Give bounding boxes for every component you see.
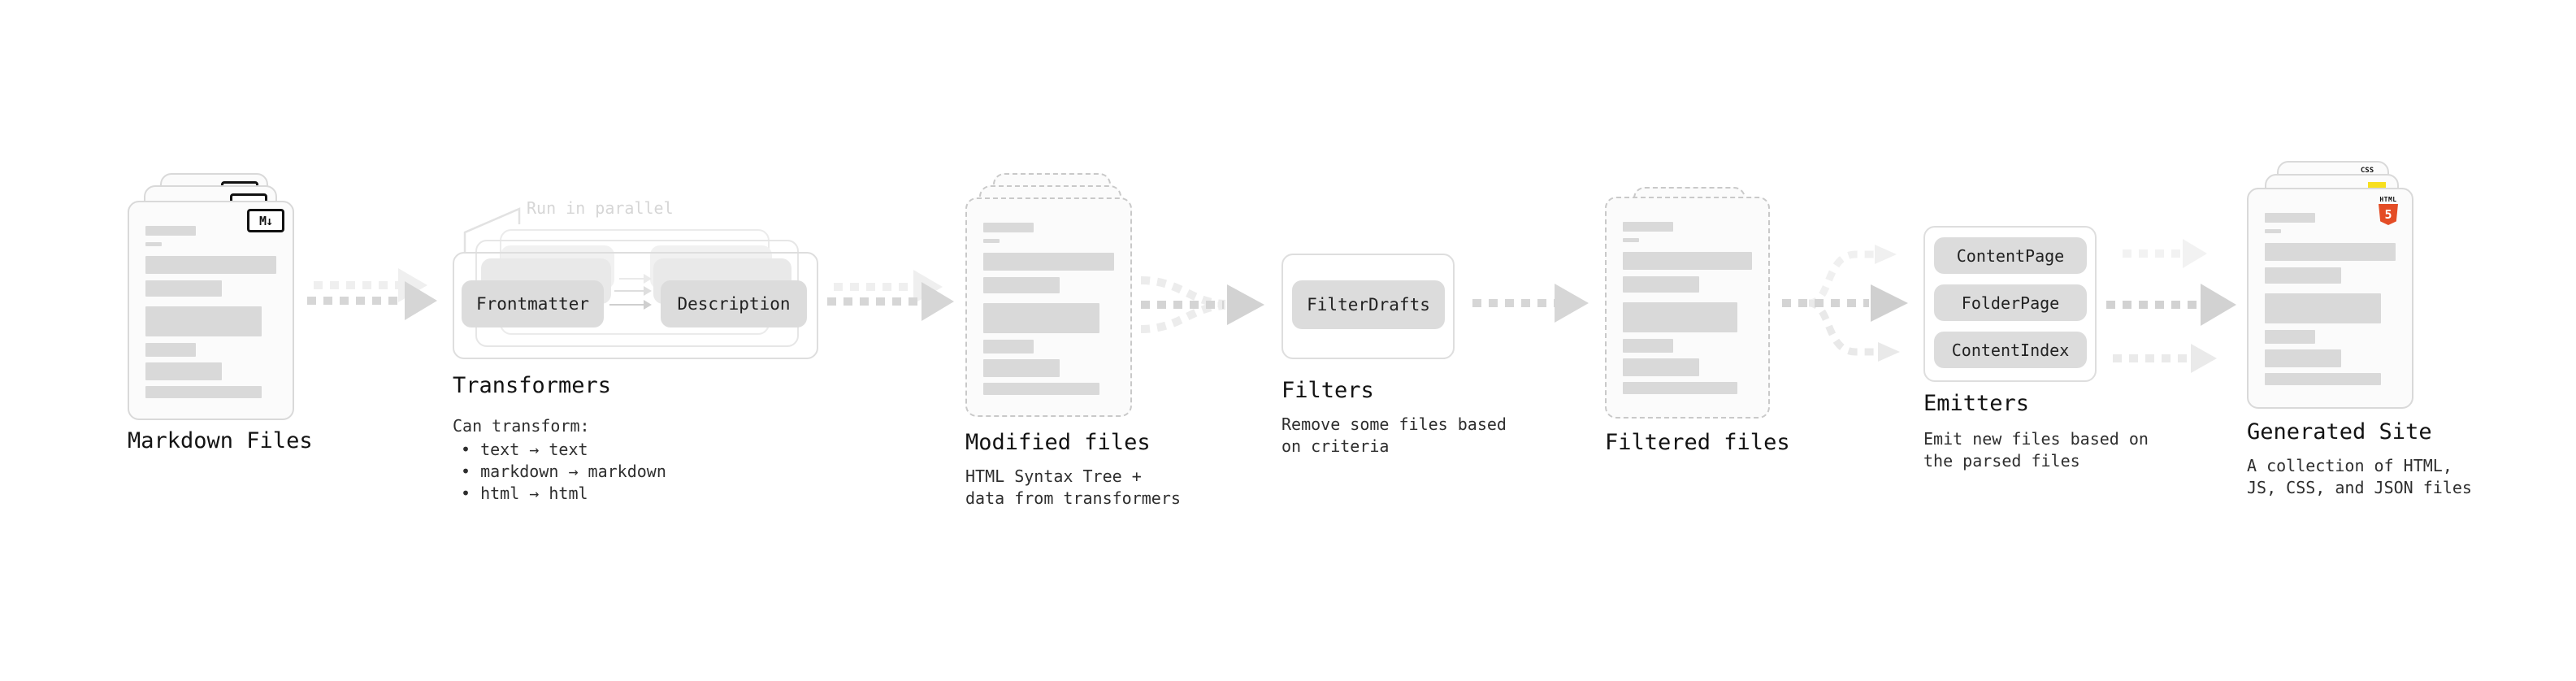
transformers-bullet: • html → html	[461, 484, 588, 503]
dashed-arrow-icon	[307, 281, 437, 320]
filters-title: Filters	[1281, 378, 1374, 403]
doc-line	[983, 223, 1034, 232]
transformers-heading: Can transform:	[453, 416, 590, 436]
doc-line	[983, 383, 1099, 395]
doc-line	[145, 242, 163, 246]
description-pill: Description	[661, 280, 807, 327]
run-in-parallel-label: Run in parallel	[527, 198, 674, 218]
doc-line	[1623, 276, 1699, 293]
doc-line	[2265, 213, 2316, 223]
modified-files-stack	[965, 173, 1132, 417]
markdown-files-stack: M↓ M↓ M↓	[128, 173, 294, 420]
doc-line	[145, 386, 262, 398]
transformers-bullet: • markdown → markdown	[461, 462, 666, 481]
frontmatter-pill: Frontmatter	[462, 280, 604, 327]
doc-line	[1623, 238, 1639, 242]
doc-line	[1623, 358, 1699, 376]
transformers-title: Transformers	[453, 373, 612, 398]
transformers-bullet: • text → text	[461, 440, 588, 459]
file-card-front: M↓	[128, 201, 294, 420]
generated-site-desc: A collection of HTML,	[2247, 456, 2452, 475]
doc-line	[983, 340, 1034, 354]
doc-line	[145, 226, 197, 236]
doc-line	[145, 343, 197, 357]
doc-line	[983, 239, 1000, 243]
doc-line	[2265, 229, 2282, 233]
doc-line	[1623, 222, 1673, 232]
arrow-icon	[619, 273, 652, 284]
dashed-arrow-icon	[2106, 284, 2236, 326]
file-card-front: HTML 5	[2247, 188, 2413, 409]
generated-site-title: Generated Site	[2247, 419, 2432, 445]
file-card-front	[1605, 197, 1770, 419]
doc-line	[2265, 243, 2396, 261]
doc-line	[2265, 293, 2381, 323]
doc-line	[1623, 339, 1673, 353]
doc-line	[145, 280, 223, 297]
doc-line	[983, 359, 1060, 377]
modified-files-desc: data from transformers	[965, 488, 1181, 508]
doc-line	[983, 303, 1099, 333]
dashed-arrow-icon	[1472, 284, 1589, 323]
generated-site-stack: CSS HTML 5	[2247, 161, 2413, 409]
file-card-front	[965, 197, 1132, 417]
markdown-files-title: Markdown Files	[128, 428, 313, 453]
split-arrow-icon	[1782, 245, 1908, 362]
run-in-parallel-connector	[463, 207, 521, 252]
filterdrafts-pill: FilterDrafts	[1292, 280, 1445, 329]
doc-line	[145, 256, 276, 274]
folderpage-pill: FolderPage	[1934, 284, 2087, 321]
emitters-box	[1923, 226, 2097, 382]
contentindex-pill: ContentIndex	[1934, 332, 2087, 368]
merge-arrow-icon	[1140, 276, 1264, 333]
modified-files-title: Modified files	[965, 430, 1151, 455]
filters-desc: Remove some files based	[1281, 414, 1507, 434]
arrow-icon	[609, 299, 652, 310]
filters-desc: on criteria	[1281, 436, 1390, 456]
doc-line	[145, 362, 223, 380]
doc-line	[1623, 382, 1738, 394]
dashed-arrow-icon	[2113, 344, 2217, 373]
doc-line	[2265, 349, 2342, 367]
modified-files-desc: HTML Syntax Tree +	[965, 466, 1142, 486]
emitters-desc: Emit new files based on	[1923, 429, 2149, 449]
doc-line	[1623, 302, 1738, 332]
doc-line	[1623, 252, 1753, 270]
filters-box	[1281, 254, 1455, 359]
doc-line	[2265, 373, 2381, 385]
dashed-arrow-icon	[2123, 239, 2207, 268]
contentpage-pill: ContentPage	[1934, 237, 2087, 274]
dashed-arrow-icon	[827, 282, 954, 321]
doc-line	[2265, 330, 2316, 344]
transformer-box-front	[453, 252, 818, 359]
generated-site-desc: JS, CSS, and JSON files	[2247, 478, 2472, 497]
doc-line	[145, 306, 262, 336]
doc-line	[983, 277, 1060, 293]
filtered-files-title: Filtered files	[1605, 430, 1790, 455]
doc-line	[983, 253, 1114, 271]
emitters-title: Emitters	[1923, 391, 2030, 416]
arrow-icon	[614, 285, 652, 297]
html5-icon: HTML 5	[2374, 196, 2402, 225]
emitters-desc: the parsed files	[1923, 451, 2080, 471]
doc-line	[2265, 267, 2342, 284]
filtered-files-stack	[1605, 187, 1770, 419]
markdown-icon: M↓	[247, 209, 284, 232]
